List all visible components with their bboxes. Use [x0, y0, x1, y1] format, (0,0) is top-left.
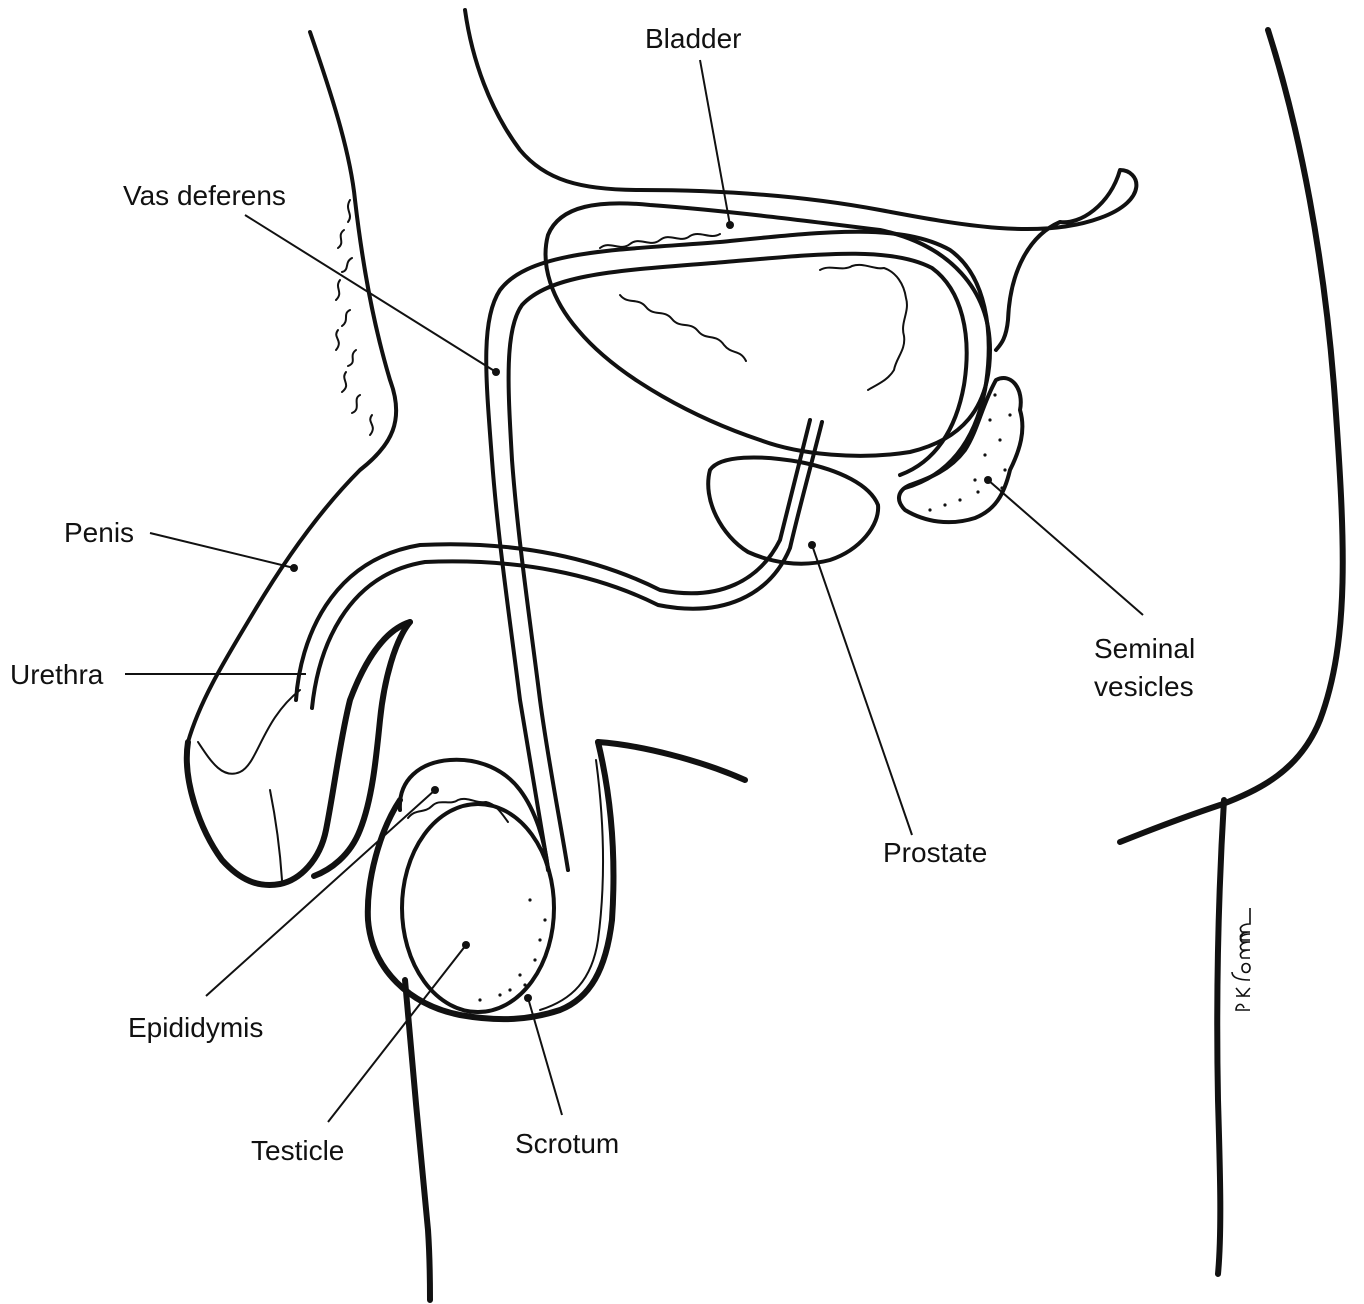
glans-line [198, 690, 300, 774]
epididymis-leader [206, 790, 435, 996]
testicle-leader-dot [462, 941, 470, 949]
label-scrotum: Scrotum [515, 1128, 619, 1159]
abdomen-front-contour [188, 32, 396, 742]
scrotum-inner-line [540, 760, 603, 1010]
penis-underside [314, 622, 410, 876]
testicle-outline [402, 804, 554, 1012]
testicle-stipple [478, 898, 546, 1001]
label-bladder: Bladder [645, 23, 742, 54]
label-seminal-vesicles-line2: vesicles [1094, 671, 1194, 702]
label-prostate: Prostate [883, 837, 987, 868]
inner-thigh-contour [405, 980, 430, 1300]
epididymis-leader-dot [431, 786, 439, 794]
seminal-vesicles-leader-dot [984, 476, 992, 484]
bladder-inner-wavy [600, 234, 907, 390]
signature-scribble [1232, 908, 1250, 1010]
scrotum-leader-dot [524, 994, 532, 1002]
urethra-tube [296, 420, 822, 708]
back-contour [1120, 30, 1343, 842]
testicle-shape [402, 804, 554, 1012]
prostate-outline [708, 457, 878, 563]
artist-signature [1232, 908, 1250, 1010]
seminal-vesicles-stipple [928, 393, 1011, 511]
penis-leader-dot [290, 564, 298, 572]
label-seminal-vesicles-line1: Seminal [1094, 633, 1195, 664]
prostate-leader [812, 545, 912, 835]
seminal-vesicles-leader [988, 480, 1143, 615]
label-epididymis: Epididymis [128, 1012, 263, 1043]
prostate-shape [708, 457, 878, 563]
bladder-leader-dot [726, 221, 734, 229]
glans-inner-line [270, 790, 282, 880]
epididymis-outline [400, 760, 548, 870]
leader-lines [125, 60, 1143, 1122]
label-testicle: Testicle [251, 1135, 344, 1166]
bladder-leader [700, 60, 730, 225]
penis-leader [150, 533, 294, 568]
epididymis-wavy [408, 799, 508, 822]
prostate-leader-dot [808, 541, 816, 549]
label-urethra: Urethra [10, 659, 104, 690]
rear-thigh-contour [1217, 800, 1224, 1274]
testicle-leader [328, 945, 466, 1122]
pelvic-inner-contour [465, 10, 1136, 350]
vas-deferens-leader-dot [492, 368, 500, 376]
labels: Bladder Vas deferens Penis Urethra Semin… [10, 23, 1195, 1166]
vas-deferens-leader [245, 215, 496, 372]
epididymis-shape [400, 760, 548, 870]
label-vas-deferens: Vas deferens [123, 180, 286, 211]
front-thigh-contour [598, 742, 745, 780]
vas-deferens-wall-outer [486, 232, 988, 868]
label-penis: Penis [64, 517, 134, 548]
pubic-hair [336, 200, 373, 435]
